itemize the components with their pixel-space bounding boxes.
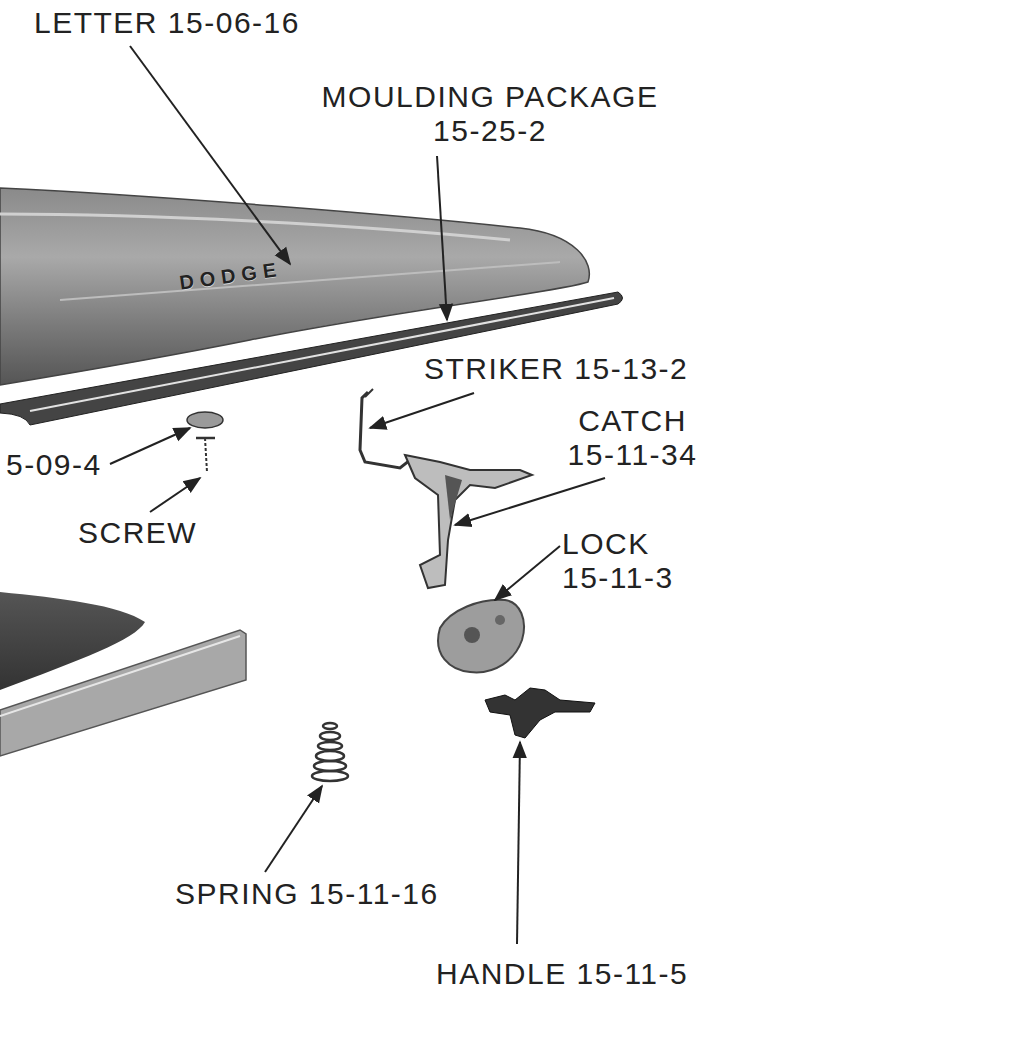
clip-part bbox=[187, 412, 223, 428]
lock-detail bbox=[464, 627, 480, 643]
fender-strip-edge bbox=[0, 636, 240, 716]
leader-line bbox=[110, 428, 190, 464]
part-label: CATCH 15-11-34 bbox=[560, 404, 705, 471]
leader-line bbox=[437, 156, 447, 320]
striker-part bbox=[365, 389, 373, 397]
callout-number: 5-09-4 bbox=[6, 448, 102, 482]
spring-part bbox=[312, 723, 348, 781]
part-label: LETTER 15-06-16 bbox=[34, 6, 300, 40]
part-label: HANDLE 15-11-5 bbox=[436, 957, 688, 991]
leader-line bbox=[517, 742, 520, 944]
leader-line bbox=[370, 393, 474, 428]
lock-part bbox=[438, 600, 524, 673]
part-label: STRIKER 15-13-2 bbox=[424, 352, 688, 386]
part-label: LOCK 15-11-3 bbox=[562, 527, 692, 594]
leader-line bbox=[455, 478, 605, 525]
catch-shading bbox=[445, 475, 462, 520]
lock-detail bbox=[495, 615, 505, 625]
leader-line bbox=[130, 46, 290, 264]
screw-part bbox=[205, 438, 207, 472]
fender-strip bbox=[0, 630, 246, 756]
leader-line bbox=[265, 786, 322, 872]
leader-line bbox=[150, 478, 200, 512]
handle-part bbox=[485, 688, 595, 738]
leader-line bbox=[495, 546, 560, 600]
part-label: SCREW bbox=[78, 516, 197, 550]
leader-lines bbox=[110, 46, 605, 944]
part-label: SPRING 15-11-16 bbox=[175, 877, 439, 911]
part-label: MOULDING PACKAGE 15-25-2 bbox=[300, 80, 680, 147]
hood-highlight bbox=[60, 262, 560, 300]
